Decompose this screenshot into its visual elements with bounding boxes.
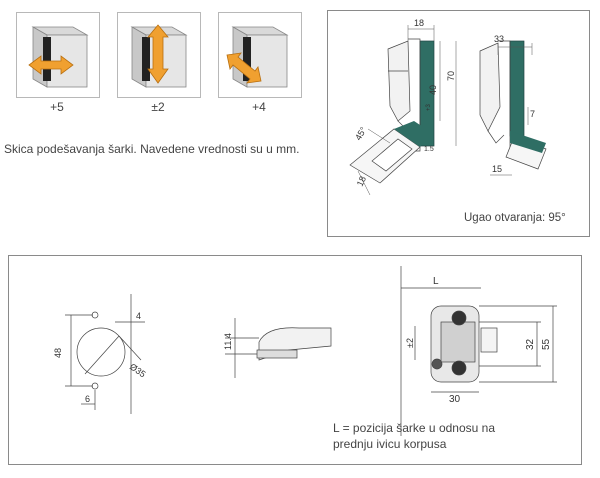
horizontal-double-arrow-icon <box>28 55 74 75</box>
dim-7: 7 <box>530 109 535 119</box>
dim-1-5: 1.5 <box>424 146 434 153</box>
vertical-double-arrow-icon <box>147 24 169 84</box>
dim-45-deg: 45° <box>353 125 369 142</box>
opening-angle-label: Ugao otvaranja: 95° <box>464 212 566 224</box>
cup-drilling-diagram <box>65 294 145 414</box>
dim-4: 4 <box>136 311 141 321</box>
adjust-tile-height <box>117 12 201 98</box>
dim-plus-minus-2: ±2 <box>405 338 415 348</box>
dim-6: 6 <box>85 394 90 404</box>
hinge-sketch-right <box>479 40 547 170</box>
mounting-plate-diagram <box>400 266 557 436</box>
adjust-tile-side <box>16 12 100 98</box>
dim-48: 48 <box>53 348 63 358</box>
hinge-sketch-left-shadow <box>394 121 432 147</box>
tile-label-depth: +4 <box>252 100 266 114</box>
tile-label-height: ±2 <box>151 100 165 114</box>
diagonal-double-arrow-icon <box>226 52 262 84</box>
dim-11-4: 11.4 <box>223 333 233 350</box>
dim-33: 33 <box>494 34 504 44</box>
hinge-sketch-left <box>349 38 435 184</box>
dim-32: 32 <box>525 338 536 350</box>
tile-label-side: +5 <box>50 100 64 114</box>
adjust-tile-depth <box>218 12 302 98</box>
cabinet-sketch <box>28 26 89 88</box>
hinge-mounting-drawing: 48 4 Ø35 6 11.4 <box>53 266 557 436</box>
hinge-side-view-panel: 18 40 70 +3 45° 1.5 18 33 7 15 Ugao otva… <box>327 10 590 237</box>
cabinet-sketch <box>226 26 289 88</box>
hinge-mounting-panel: 48 4 Ø35 6 11.4 <box>8 255 582 465</box>
dim-30: 30 <box>449 394 461 405</box>
cabinet-sketch <box>130 24 188 88</box>
dim-55: 55 <box>541 338 552 350</box>
note-line-2: prednju ivicu korpusa <box>333 437 447 451</box>
caption: Skica podešavanja šarki. Navedene vredno… <box>4 142 300 156</box>
dim-70: 70 <box>446 71 456 81</box>
dim-15: 15 <box>492 164 502 174</box>
hinge-sketch-right-shadow <box>510 131 546 153</box>
hinge-profile-diagram <box>225 318 332 378</box>
dim-plus3: +3 <box>426 103 432 111</box>
note-line-1: L = pozicija šarke u odnosu na <box>333 421 495 435</box>
hinge-side-view-drawing: 18 40 70 +3 45° 1.5 18 33 7 15 Ugao otva… <box>349 18 566 224</box>
dim-L: L <box>433 276 439 287</box>
dim-18-top: 18 <box>414 18 424 28</box>
dim-40: 40 <box>428 85 438 95</box>
dim-18-diag: 18 <box>355 175 368 188</box>
